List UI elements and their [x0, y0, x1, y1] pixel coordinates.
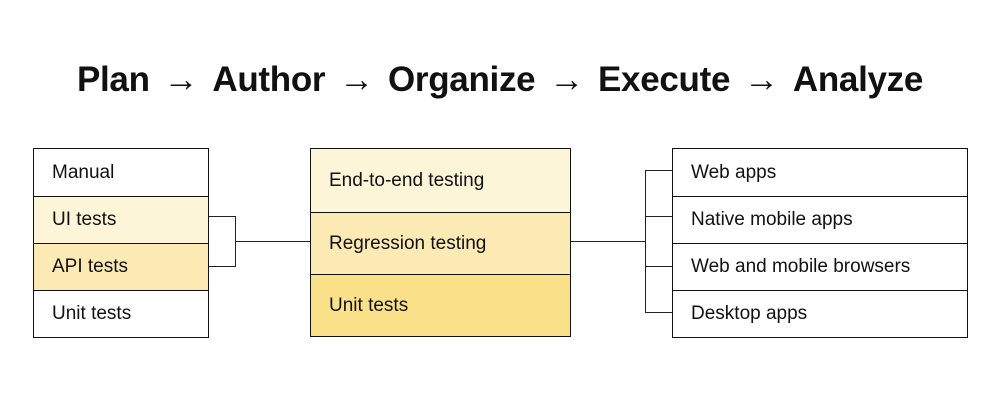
stack-layer-end-to-end: End-to-end testing [311, 149, 570, 212]
test-types-list: Manual UI tests API tests Unit tests [33, 148, 209, 338]
testing-stack: End-to-end testing Regression testing Un… [310, 148, 571, 337]
list-item-api-tests: API tests [34, 243, 208, 290]
stack-layer-regression: Regression testing [311, 212, 570, 274]
arrow-right-icon: → [339, 60, 374, 99]
stack-layer-unit-tests: Unit tests [311, 274, 570, 336]
title-step-organize: Organize [387, 60, 536, 99]
arrow-right-icon: → [549, 60, 585, 99]
connector-line [571, 241, 646, 242]
title-step-author: Author [212, 60, 326, 99]
workflow-title: Plan → Author → Organize → Execute → Ana… [0, 60, 1000, 100]
title-step-execute: Execute [598, 60, 731, 99]
list-item-label: Manual [52, 161, 115, 183]
arrow-right-icon: → [744, 60, 779, 99]
list-item-native-mobile-apps: Native mobile apps [673, 196, 967, 243]
list-item-unit-tests: Unit tests [34, 290, 208, 337]
list-item-web-and-mobile-browsers: Web and mobile browsers [673, 243, 967, 290]
list-item-label: UI tests [52, 209, 117, 230]
list-item-label: API tests [52, 256, 129, 277]
stack-layer-label: Regression testing [329, 232, 487, 254]
arrow-right-icon: → [163, 60, 199, 99]
connector-line [645, 266, 672, 267]
connector-line [645, 170, 646, 313]
list-item-label: Web and mobile browsers [691, 256, 911, 277]
list-item-label: Desktop apps [691, 303, 808, 324]
list-item-manual: Manual [34, 149, 208, 196]
connector-line [645, 312, 672, 313]
connector-line [209, 216, 235, 217]
connector-line [645, 216, 672, 217]
platforms-list: Web apps Native mobile apps Web and mobi… [672, 148, 968, 338]
connector-line [645, 170, 672, 171]
title-step-plan: Plan [76, 60, 150, 99]
list-item-ui-tests: UI tests [34, 196, 208, 243]
list-item-label: Native mobile apps [691, 209, 853, 230]
connector-line [209, 266, 235, 267]
title-step-analyze: Analyze [792, 60, 924, 99]
list-item-label: Web apps [691, 161, 777, 183]
stack-layer-label: Unit tests [329, 294, 409, 316]
list-item-web-apps: Web apps [673, 149, 967, 196]
connector-line [235, 241, 310, 242]
stack-layer-label: End-to-end testing [329, 169, 485, 191]
list-item-label: Unit tests [52, 303, 132, 324]
list-item-desktop-apps: Desktop apps [673, 290, 967, 337]
